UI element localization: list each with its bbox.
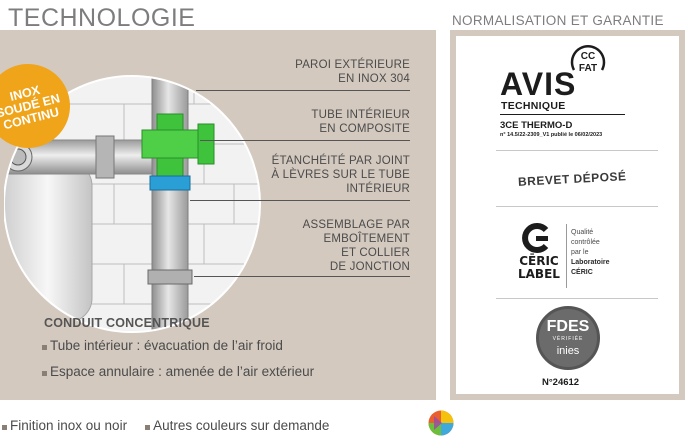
certification-panel: CC FAT AVIS TECHNIQUE 3CE THERMO-D n° 14… — [450, 30, 685, 400]
avis-rule — [500, 114, 625, 115]
ceric-logo-icon — [522, 223, 549, 253]
fdes-seal: FDES VÉRIFIÉE inies — [536, 306, 600, 370]
callout-seal: ÉTANCHÉITÉ PAR JOINT À LÈVRES SUR LE TUB… — [271, 155, 410, 195]
ceric-divider — [566, 224, 567, 288]
certificate-name: 3CE THERMO-D — [500, 120, 573, 131]
bullet-square-icon — [2, 425, 7, 430]
svg-text:FAT: FAT — [579, 63, 597, 74]
conduit-title: CONDUIT CONCENTRIQUE — [44, 316, 210, 330]
callout-line-1 — [196, 90, 410, 91]
color-palette-icon — [428, 410, 454, 436]
callout-inner-tube: TUBE INTÉRIEUR EN COMPOSITE — [311, 109, 410, 135]
conduit-bullet-2: Espace annulaire : amenée de l’air extér… — [42, 364, 314, 379]
separator — [496, 150, 658, 151]
callout-line-3 — [190, 200, 410, 201]
footer-item-colors: Autres couleurs sur demande — [145, 418, 329, 433]
chimney-illustration — [4, 75, 261, 333]
conduit-bullet-1: Tube intérieur : évacuation de l’air fro… — [42, 338, 283, 353]
separator — [496, 298, 658, 299]
callout-outer-wall: PAROI EXTÉRIEURE EN INOX 304 — [295, 59, 410, 85]
section-title-technologie: TECHNOLOGIE — [8, 4, 196, 32]
callout-assembly: ASSEMBLAGE PAR EMBOÎTEMENT ET COLLIER DE… — [302, 219, 410, 273]
section-title-normalisation: NORMALISATION ET GARANTIE — [452, 13, 664, 28]
footer-item-finish: Finition inox ou noir — [2, 418, 127, 433]
avis-word: AVIS — [500, 66, 577, 102]
cc-fat-logo-icon: CC FAT — [570, 45, 606, 74]
ceric-description: Qualité contrôlée par le Laboratoire CÉR… — [571, 229, 610, 276]
footer-options: Finition inox ou noir Autres couleurs su… — [2, 418, 347, 433]
callout-line-2 — [200, 140, 410, 141]
svg-text:CC: CC — [581, 51, 595, 62]
ceric-label-word: CĒRIC LABEL — [518, 254, 560, 281]
bullet-square-icon — [42, 371, 47, 376]
brevet-depose: BREVET DÉPOSÉ — [517, 169, 627, 189]
avis-technique: TECHNIQUE — [501, 100, 566, 112]
bullet-square-icon — [145, 425, 151, 430]
fdes-number: N°24612 — [542, 377, 580, 388]
technology-panel: INOX SOUDÉ EN CONTINU PAROI EXTÉRIEURE E… — [0, 30, 436, 400]
bullet-square-icon — [42, 345, 47, 350]
separator — [496, 206, 658, 207]
certificate-number: n° 14.5/22-2309_V1 publié le 06/02/2023 — [500, 132, 603, 138]
callout-line-4 — [194, 276, 410, 277]
